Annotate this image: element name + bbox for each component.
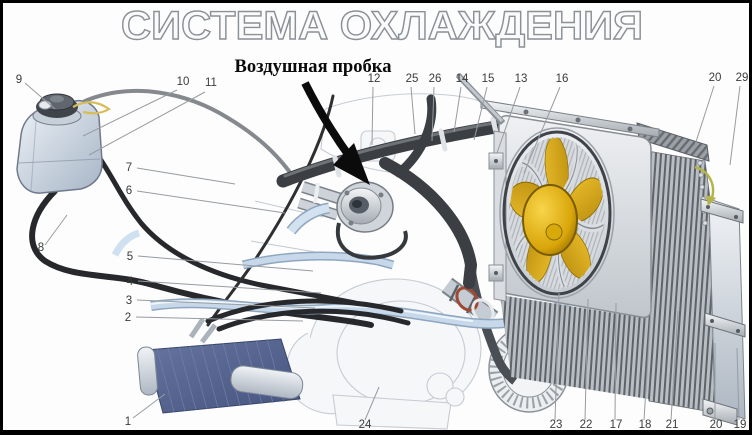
fan-ring [502,130,612,296]
callout-14: 14 [456,73,469,85]
fan-hub-cap [545,223,563,241]
side-tank-clamp-top [700,198,744,224]
pump-drive-hose [466,268,518,385]
steam-outlet-hose [83,89,291,173]
callout-23: 23 [550,419,563,430]
callout-2: 2 [125,312,131,324]
callout-1: 1 [125,416,131,428]
callout-13: 13 [515,73,528,85]
top-crossbar [480,99,660,138]
diagram-canvas: 9 10 11 7 6 5 4 3 2 8 1 12 25 26 14 15 1… [16,3,749,430]
heater-hoses [205,298,411,332]
callout-7: 7 [126,162,132,174]
rotation-arrow [694,165,716,206]
heater-tank-left [137,346,158,396]
heater-radiator [137,317,304,414]
leader-lines [24,82,741,421]
page-title: СИСТЕМА ОХЛАЖДЕНИЯ [121,4,643,48]
tank-supply-hose [93,150,358,306]
airlock-annotation: Воздушная пробка [235,56,392,77]
callout-16: 16 [556,73,569,85]
left-bracket [488,130,507,302]
callout-20-top: 20 [709,72,722,84]
blue-hose-segment [111,229,141,257]
callout-8: 8 [38,242,44,254]
level-sensor-wire [72,101,111,115]
expansion-tank [16,93,111,194]
callout-25: 25 [406,73,419,85]
side-tank-clamp-mid [704,312,746,338]
side-tank-bracket-bottom [702,398,738,426]
cap-valve [38,100,52,110]
callout-22: 22 [580,419,593,430]
fin-dots [697,160,708,226]
callout-29: 29 [736,72,749,84]
water-pump-pipe [441,277,499,327]
callout-numbers: 9 10 11 7 6 5 4 3 2 8 1 12 25 26 14 15 1… [16,72,749,430]
callout-26: 26 [429,73,442,85]
callout-15: 15 [482,73,495,85]
callout-24: 24 [359,419,372,430]
callout-20-bottom: 20 [710,419,723,430]
bypass-hose [335,222,408,260]
thermostat-housing [286,181,408,260]
callout-17: 17 [610,419,623,430]
top-hose [394,94,437,178]
radiator-core-bottom [500,295,661,401]
fan-hub-cone [522,184,578,256]
callout-19: 19 [734,419,747,430]
radiator-outlet-hose [379,157,478,289]
radiator-side-tank [708,198,746,420]
fan [510,138,604,288]
oil-pan-sketch [332,394,452,430]
tank-return-hose [29,188,374,328]
callout-3: 3 [126,295,132,307]
airlock-arrow [301,81,370,185]
callout-5: 5 [127,251,133,263]
callout-4: 4 [127,276,134,288]
callout-9: 9 [16,74,22,86]
callout-10: 10 [177,76,190,88]
callout-6: 6 [126,185,132,197]
throttle-coolant-pipe [241,251,395,270]
hoses [29,89,374,328]
callout-21: 21 [666,419,679,430]
callout-12: 12 [368,73,381,85]
heater-tank-right [230,365,304,400]
radiator-assembly [455,72,746,426]
callout-18: 18 [639,419,652,430]
callout-11: 11 [205,77,217,89]
